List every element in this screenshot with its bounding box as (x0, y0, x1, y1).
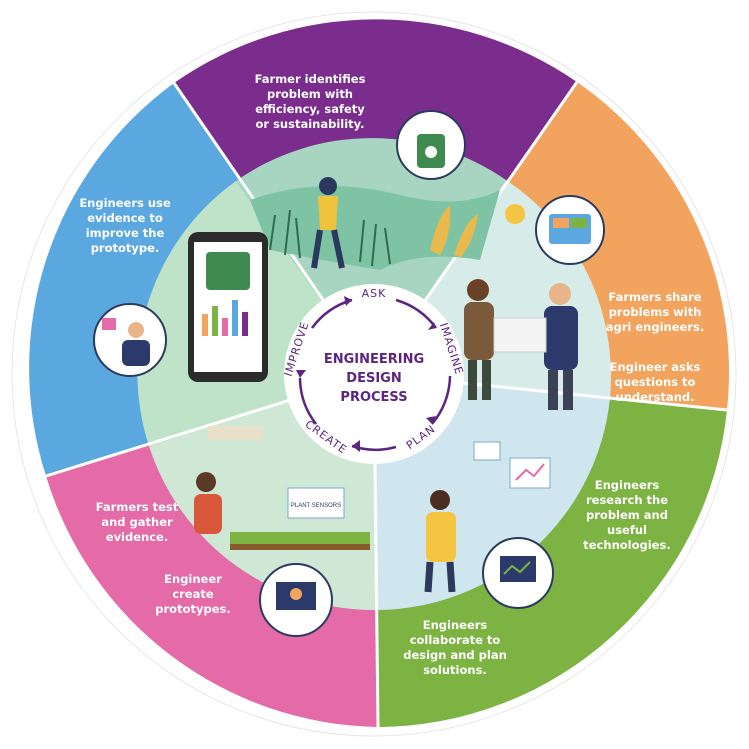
engineer-person (544, 306, 578, 370)
plan-description-research: Engineers research the problem and usefu… (572, 478, 682, 553)
ask-description: Farmer identifies problem with efficienc… (240, 72, 380, 132)
create-description-test: Farmers test and gather evidence. (82, 500, 192, 545)
farmer-tester (194, 494, 222, 534)
imagine-description-ask: Engineer asks questions to understand. (600, 360, 710, 405)
paper-document (494, 318, 546, 352)
center-title-line: ENGINEERING (309, 350, 439, 369)
imagine-description-share: Farmers share problems with agri enginee… (600, 290, 710, 335)
computer-icon (500, 556, 536, 582)
improve-description: Engineers use evidence to improve the pr… (70, 196, 180, 256)
sun-icon (505, 204, 525, 224)
center-title-line: DESIGN (309, 369, 439, 388)
plan-description-collaborate: Engineers collaborate to design and plan… (395, 618, 515, 678)
plant-sensors-label: PLANT SENSORS (291, 503, 341, 509)
farmer-person (464, 302, 494, 360)
center-title: ENGINEERING DESIGN PROCESS (309, 350, 439, 407)
farmer-figure (319, 177, 337, 195)
center-title-line: PROCESS (309, 388, 439, 407)
stage-label-ask: ASK (362, 287, 387, 300)
engineer-icon (122, 340, 150, 366)
researcher-person (426, 512, 456, 562)
mail-screen (474, 442, 500, 460)
create-description-prototypes: Engineer create prototypes. (138, 572, 248, 617)
crop-row (230, 532, 370, 544)
